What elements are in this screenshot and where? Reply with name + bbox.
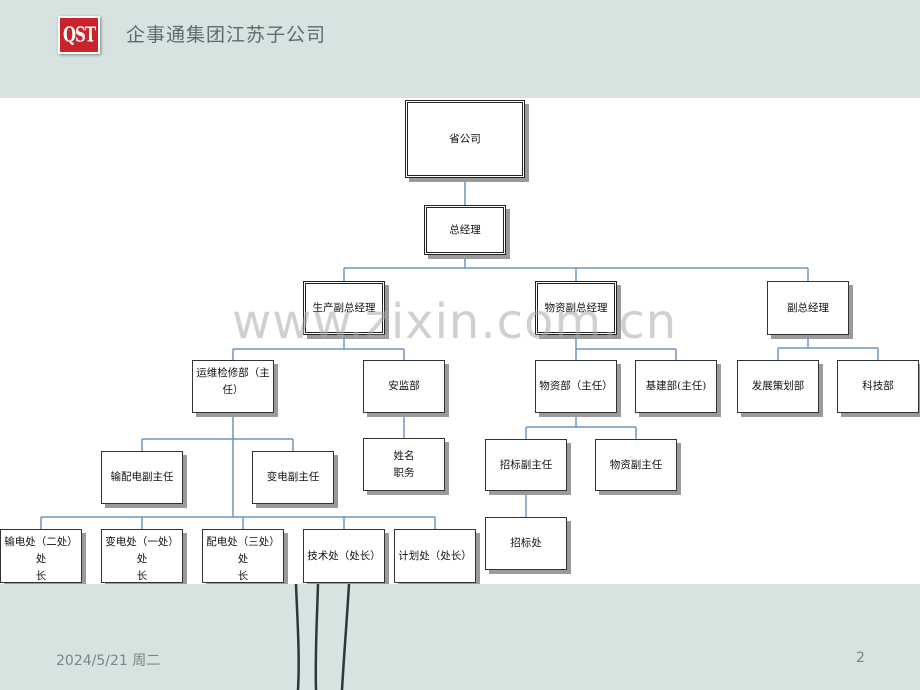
cable-decoration bbox=[294, 584, 351, 690]
company-logo: QST bbox=[58, 16, 100, 54]
node-materials-dept: 物资部（主任） bbox=[535, 360, 617, 413]
node-transmission-deputy: 输配电副主任 bbox=[101, 451, 183, 504]
node-distribution-office-3: 配电处（三处）处 长 bbox=[202, 529, 284, 583]
node-materials-vice-gm: 物资副总经理 bbox=[535, 281, 617, 335]
connector-lines bbox=[40, 178, 879, 529]
watermark: www.zixin.com.cn bbox=[232, 294, 678, 350]
node-production-vice-gm: 生产副总经理 bbox=[303, 281, 385, 335]
node-name-position: 姓名 职务 bbox=[363, 438, 445, 491]
node-technology-dept: 科技部 bbox=[837, 360, 919, 413]
node-transmission-office-2: 输电处（二处）处 长 bbox=[0, 529, 82, 583]
logo-text: QST bbox=[62, 22, 96, 48]
footer-date: 2024/5/21 周二 bbox=[56, 653, 161, 669]
node-bidding-office: 招标处 bbox=[485, 517, 567, 570]
node-general-manager: 总经理 bbox=[424, 205, 506, 255]
node-substation-office-1: 变电处（一处）处 长 bbox=[101, 529, 183, 583]
node-ops-maintenance-dept: 运维检修部（主 任） bbox=[192, 360, 274, 413]
node-technical-office: 技术处（处长） bbox=[303, 529, 385, 583]
node-bidding-deputy: 招标副主任 bbox=[485, 439, 567, 491]
node-province-company: 省公司 bbox=[405, 100, 525, 178]
header-band bbox=[0, 0, 920, 98]
node-materials-deputy: 物资副主任 bbox=[595, 439, 677, 491]
company-name: 企事通集团江苏子公司 bbox=[126, 24, 327, 46]
org-chart-canvas: 省公司 总经理 生产副总经理 物资副总经理 副总经理 运维检修部（主 任） 安监… bbox=[0, 98, 920, 584]
node-substation-deputy: 变电副主任 bbox=[252, 451, 334, 504]
page-number: 2 bbox=[856, 650, 865, 666]
node-infrastructure-dept: 基建部(主任) bbox=[635, 360, 717, 413]
node-planning-office: 计划处（处长） bbox=[394, 529, 476, 583]
node-vice-gm: 副总经理 bbox=[767, 281, 849, 335]
node-development-planning-dept: 发展策划部 bbox=[737, 360, 819, 413]
node-safety-supervision-dept: 安监部 bbox=[363, 360, 445, 413]
